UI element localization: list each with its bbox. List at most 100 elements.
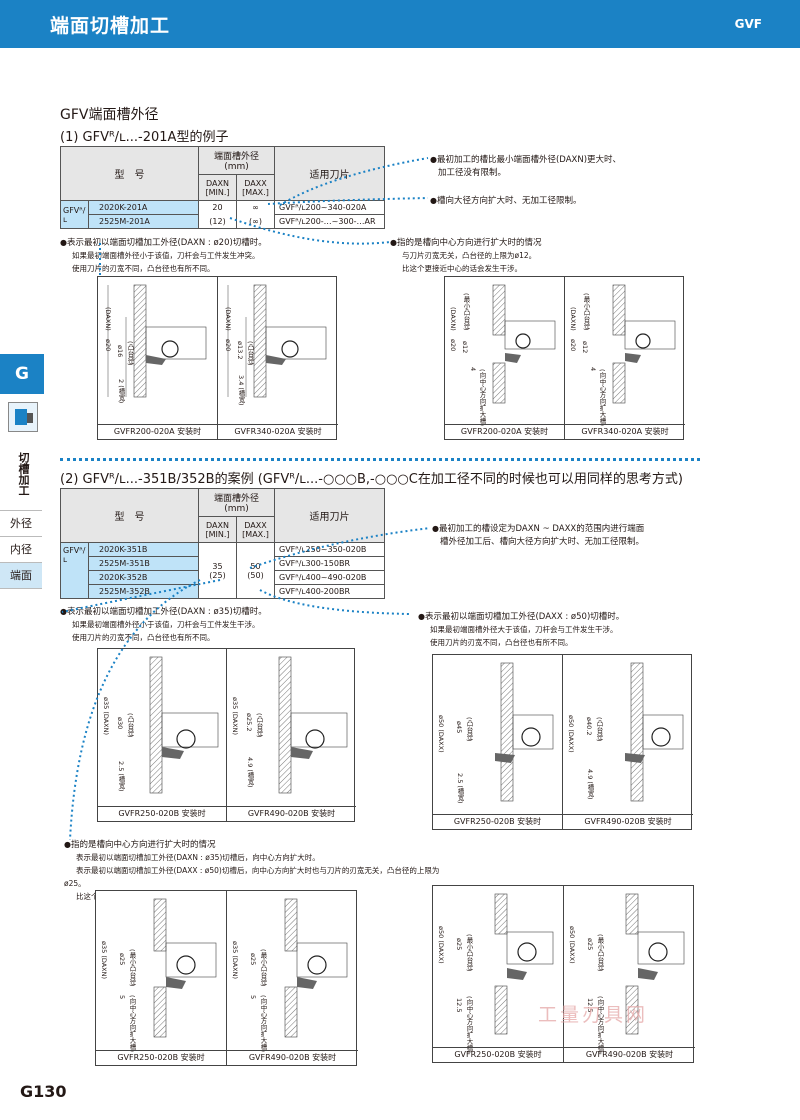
section-drawing xyxy=(278,656,348,794)
watermark-logo: 工量刃具网 xyxy=(538,1004,649,1026)
dim-label: (凸台径) xyxy=(126,341,134,366)
part1-title: (1) GFVᴿ/ʟ...-201A型的例子 xyxy=(60,130,229,145)
col-daxn: DAXN[MIN.] xyxy=(198,174,237,201)
dim-label: ø25.2 xyxy=(245,713,253,732)
dim-label: (凸台径) xyxy=(126,713,134,738)
dim-label: 2.5 (槽宽) xyxy=(117,761,125,792)
insert-cell: GVFᴿ/ʟ200~340-020A xyxy=(274,200,385,215)
dim-label: (最小凸台径) xyxy=(128,949,136,987)
diagram-panel: ø50 (DAXX) ø25 (最小凸台径) 12.5 (向中心方向扩大槽) G… xyxy=(564,886,695,1062)
grooving-icon xyxy=(8,402,38,432)
diagram-caption: GVFR490-020B 安装时 xyxy=(227,806,356,821)
col-daxx: DAXX[MAX.] xyxy=(236,516,275,543)
insert-cell: GVFᴿ/ʟ200-…~300-…AR xyxy=(274,214,385,229)
dim-label: ø35 (DAXN) xyxy=(231,941,239,980)
spec-table-1: 型 号 端面槽外径(mm) 适用刀片 DAXN[MIN.] DAXX[MAX.]… xyxy=(60,146,385,229)
dim-label: 5 xyxy=(249,995,257,1000)
diagram-group-1: ø20 (DAXN) ø16 (凸台径) 2 (槽宽) GVFR200-020A… xyxy=(97,276,338,440)
tab-face[interactable]: 端面 xyxy=(0,563,42,589)
section-drawing xyxy=(153,898,217,1038)
dim-label: (最小凸台径) xyxy=(462,293,470,331)
section-drawing xyxy=(107,284,207,398)
tab-inner[interactable]: 内径 xyxy=(0,537,42,563)
diagram-caption: GVFR340-020A 安装时 xyxy=(565,424,685,439)
diagram-caption: GVFR200-020A 安装时 xyxy=(445,424,564,439)
dim-label: ø20 xyxy=(449,339,457,352)
dim-label: (凸台径) xyxy=(246,341,254,366)
col-model: 型 号 xyxy=(60,146,199,201)
diagram-panel: ø50 (DAXX) ø40.2 (凸台径) 4.9 (槽宽) GVFR490-… xyxy=(563,655,693,829)
dim-label: ø35 (DAXN) xyxy=(100,941,108,980)
dim-label: 2.5 (槽宽) xyxy=(456,773,464,804)
dim-label: (凸台径) xyxy=(465,717,473,742)
daxx-cell: ∞ xyxy=(236,200,275,215)
page-header: 端面切槽加工 GVF xyxy=(0,0,800,48)
diagram-caption: GVFR250-020B 安装时 xyxy=(98,806,226,821)
col-model: 型 号 xyxy=(60,488,199,543)
diagram-caption: GVFR250-020B 安装时 xyxy=(433,1047,563,1062)
dim-label: ø40.2 xyxy=(585,717,593,736)
diagram-caption: GVFR200-020A 安装时 xyxy=(98,424,217,439)
diagram-panel: ø35 (DAXN) ø25.2 (凸台径) 4.9 (槽宽) GVFR490-… xyxy=(227,649,356,821)
dim-label: (向中心方向扩大槽) xyxy=(128,995,136,1053)
dim-label: ø50 (DAXX) xyxy=(437,926,445,964)
dim-label: ø20 xyxy=(104,339,112,352)
diagram-panel: ø20 (DAXN) ø13.2 (凸台径) 3.4 (槽宽) GVFR340-… xyxy=(218,277,338,439)
model-cell: 2020K-351B xyxy=(88,542,199,557)
insert-cell: GVFᴿ/ʟ300-150BR xyxy=(274,556,385,571)
dim-label: (最小凸台径) xyxy=(596,934,604,972)
dim-label: (最小凸台径) xyxy=(465,934,473,972)
dim-label: 4.9 (槽宽) xyxy=(246,757,254,788)
model-cell: 2020K-201A xyxy=(88,200,199,215)
dim-label: ø12 xyxy=(461,341,469,354)
section-drawing xyxy=(612,284,676,404)
diagram-panel: ø20 (DAXN) ø12 (最小凸台径) 4 (向中心方向扩大槽) GVFR… xyxy=(445,277,565,439)
dim-label: ø25 xyxy=(455,938,463,951)
daxx-cell-sub: (∞) xyxy=(236,214,275,229)
dim-label: (向中心方向扩大槽) xyxy=(478,369,486,427)
diagram-group-3: ø35 (DAXN) ø30 (凸台径) 2.5 (槽宽) GVFR250-02… xyxy=(97,648,356,822)
dim-label: 2 (槽宽) xyxy=(117,379,125,404)
daxn-cell-sub: (12) xyxy=(198,214,237,229)
section-drawing xyxy=(494,893,554,1035)
dim-label: ø25 xyxy=(249,953,257,966)
dim-label: ø20 xyxy=(224,339,232,352)
dim-label: 12.5 xyxy=(455,998,463,1013)
section-separator xyxy=(60,458,700,461)
note-right-2: ●表示最初以端面切槽加工外径(DAXX : ø50)切槽时。 如果最初端面槽外径… xyxy=(418,612,625,647)
diagram-panel: ø50 (DAXX) ø45 (凸台径) 2.5 (槽宽) GVFR250-02… xyxy=(433,655,563,829)
diagram-panel: ø35 (DAXN) ø30 (凸台径) 2.5 (槽宽) GVFR250-02… xyxy=(98,649,227,821)
col-insert: 适用刀片 xyxy=(274,146,385,201)
dim-label: 4 xyxy=(589,367,597,372)
dim-label: (向中心方向扩大槽) xyxy=(259,995,267,1053)
daxx-cell: 50(50) xyxy=(236,542,275,599)
dim-label: 4.9 (槽宽) xyxy=(586,769,594,800)
section-drawing xyxy=(284,898,348,1038)
dim-label: 3.4 (槽宽) xyxy=(237,375,245,406)
col-daxx: DAXX[MAX.] xyxy=(236,174,275,201)
diagram-caption: GVFR340-020A 安装时 xyxy=(218,424,338,439)
diagram-caption: GVFR250-020B 安装时 xyxy=(96,1050,226,1065)
section-drawing xyxy=(495,662,554,802)
diagram-group-4: ø50 (DAXX) ø45 (凸台径) 2.5 (槽宽) GVFR250-02… xyxy=(432,654,693,830)
diagram-caption: GVFR250-020B 安装时 xyxy=(433,814,562,829)
dim-label: ø25 xyxy=(118,953,126,966)
dim-label: ø50 (DAXX) xyxy=(567,715,575,753)
col-insert: 适用刀片 xyxy=(274,488,385,543)
model-prefix: GFVᴿ/ʟ xyxy=(60,542,89,599)
dim-label: (最小凸台径) xyxy=(582,293,590,331)
dim-label: ø35 (DAXN) xyxy=(102,697,110,736)
dim-label: 12.5 xyxy=(586,998,594,1013)
section-title: GFV端面槽外径 xyxy=(60,107,159,123)
chapter-tab-g[interactable]: G xyxy=(0,354,44,394)
diagram-group-5: ø35 (DAXN) ø25 (最小凸台径) 5 (向中心方向扩大槽) GVFR… xyxy=(95,890,358,1066)
page-title: 端面切槽加工 xyxy=(50,15,171,37)
diagram-panel: ø35 (DAXN) ø25 (最小凸台径) 5 (向中心方向扩大槽) GVFR… xyxy=(96,891,227,1065)
dim-label: ø30 xyxy=(116,717,124,730)
dim-label: (向中心方向扩大槽) xyxy=(596,996,604,1054)
model-cell: 2525M-352B xyxy=(88,584,199,599)
series-code: GVF xyxy=(734,17,762,31)
callout-right-3: ●最初加工的槽设定为DAXN ~ DAXX的范围内进行端面 槽外径加工后、槽向大… xyxy=(432,524,645,547)
tab-outer[interactable]: 外径 xyxy=(0,511,42,537)
spec-table-2: 型 号 端面槽外径(mm) 适用刀片 DAXN[MIN.] DAXX[MAX.]… xyxy=(60,488,385,599)
